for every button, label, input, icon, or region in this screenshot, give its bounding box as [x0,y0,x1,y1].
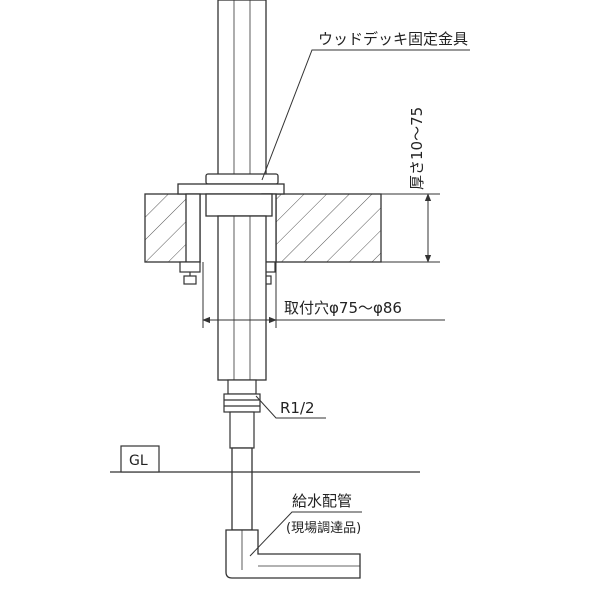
hole-dimension [202,262,445,328]
thickness-dimension [381,193,440,263]
pipe-note-label: (現場調達品) [286,521,361,536]
ground-label: GL [129,453,148,469]
lower-body [217,215,267,381]
hole-label: 取付穴φ75～φ86 [284,299,402,317]
pipe-label: 給水配管 [292,492,352,510]
r12-fitting [223,379,261,449]
fixing-bracket [177,173,285,263]
water-pipe [225,447,361,579]
bracket-label: ウッドデッキ固定金具 [318,30,468,48]
thread-label: R1/2 [280,399,315,417]
leaders [249,49,470,557]
post [217,0,267,179]
thickness-label: 厚さ10～75 [408,107,426,190]
ground-label-box: GL [120,445,160,473]
